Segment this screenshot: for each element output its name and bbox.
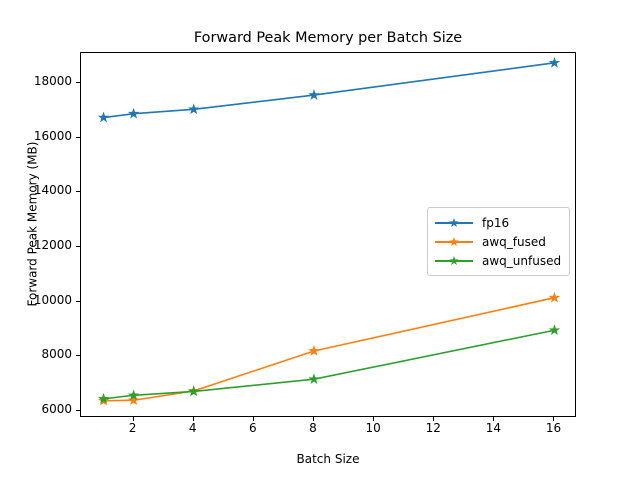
- y-tick-mark: [76, 355, 80, 357]
- data-point-marker: [127, 394, 140, 406]
- data-point-marker: [308, 89, 320, 100]
- y-tick-label: 8000: [41, 347, 72, 362]
- x-tick-mark: [373, 417, 375, 421]
- y-tick-mark: [76, 410, 80, 412]
- x-tick-mark: [132, 417, 134, 421]
- legend-label: awq_fused: [482, 234, 546, 249]
- series-line: [102, 329, 556, 400]
- x-tick-label: 4: [188, 421, 197, 435]
- y-tick-mark: [76, 246, 80, 248]
- x-tick-mark: [433, 417, 435, 421]
- legend-swatch-icon: [435, 236, 473, 248]
- x-tick-label: 14: [485, 421, 501, 435]
- x-tick-label: 2: [128, 421, 137, 435]
- x-axis-label: Batch Size: [296, 452, 360, 466]
- data-point-marker: [127, 389, 140, 401]
- x-tick-label: 10: [365, 421, 381, 435]
- legend-star-glyph: [449, 236, 459, 246]
- x-tick-mark: [252, 417, 254, 421]
- legend-item-awq_unfused[interactable]: awq_unfused: [435, 251, 561, 270]
- data-point-marker: [548, 324, 561, 336]
- plot-inner: [81, 53, 575, 416]
- y-tick-mark: [76, 136, 80, 138]
- plot-area: [80, 52, 576, 417]
- legend-star-glyph: [449, 217, 459, 227]
- y-tick-label: 12000: [33, 238, 72, 253]
- data-point-marker: [97, 111, 110, 123]
- series-canvas: [97, 56, 561, 406]
- y-tick-label: 14000: [33, 183, 72, 198]
- y-tick-mark: [76, 300, 80, 302]
- series-fp16: [97, 56, 561, 123]
- legend-swatch-icon: [435, 217, 473, 229]
- data-point-marker: [548, 56, 561, 68]
- legend-star-icon: [449, 217, 459, 227]
- legend-item-fp16[interactable]: fp16: [435, 213, 561, 232]
- x-tick-mark: [312, 417, 314, 421]
- legend-item-awq_fused[interactable]: awq_fused: [435, 232, 561, 251]
- x-tick-label: 12: [425, 421, 441, 435]
- data-point-marker: [548, 291, 561, 303]
- series-line: [102, 62, 556, 119]
- data-point-marker: [308, 345, 320, 356]
- legend-label: fp16: [482, 215, 510, 230]
- y-tick-label: 18000: [33, 74, 72, 89]
- data-point-marker: [188, 385, 200, 397]
- legend-star-glyph: [449, 255, 459, 265]
- x-tick-label: 8: [309, 421, 317, 435]
- legend-label: awq_unfused: [482, 253, 562, 268]
- y-tick-mark: [76, 191, 80, 193]
- series-line: [102, 296, 556, 402]
- x-tick-mark: [553, 417, 555, 421]
- series-awq_unfused: [97, 324, 561, 404]
- data-point-marker: [97, 392, 110, 404]
- chart-title: Forward Peak Memory per Batch Size: [193, 30, 463, 46]
- x-tick-label: 6: [249, 421, 257, 435]
- x-tick-mark: [493, 417, 495, 421]
- data-point-marker: [127, 107, 140, 119]
- y-tick-mark: [76, 82, 80, 84]
- x-tick-mark: [192, 417, 194, 421]
- legend-star-icon: [449, 236, 459, 246]
- x-tick-label: 16: [545, 421, 562, 435]
- series-awq_fused: [97, 291, 561, 406]
- legend[interactable]: fp16 awq_fused awq_unfused: [427, 207, 571, 276]
- y-tick-label: 6000: [41, 402, 72, 417]
- y-tick-label: 16000: [33, 128, 72, 143]
- legend-star-icon: [449, 255, 459, 265]
- data-point-marker: [308, 373, 320, 384]
- legend-swatch-icon: [435, 255, 473, 267]
- y-tick-label: 10000: [33, 292, 72, 307]
- data-point-marker: [188, 103, 200, 115]
- y-axis-label: Forward Peak Memory (MB): [25, 141, 40, 307]
